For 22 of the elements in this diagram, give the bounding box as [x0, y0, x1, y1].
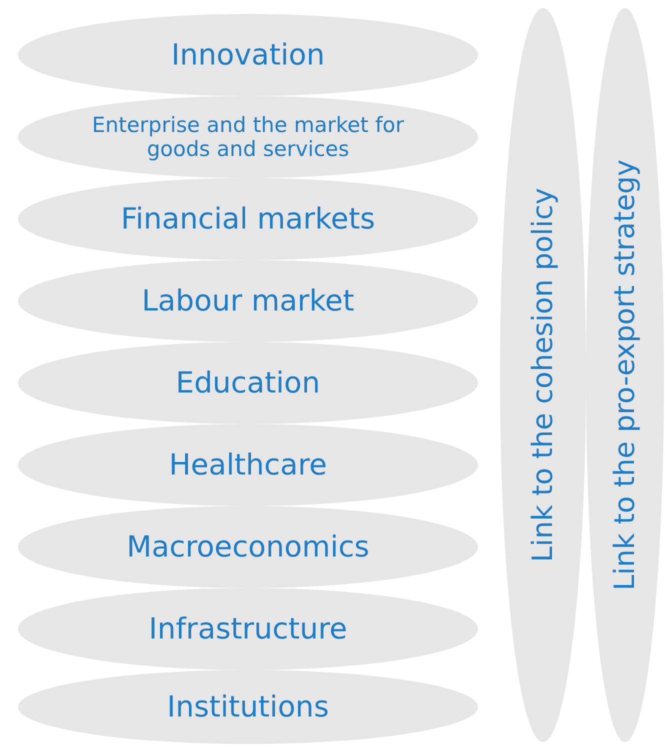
- ellipse-label: Link to the cohesion policy: [526, 188, 560, 562]
- ellipse-label: Institutions: [166, 690, 330, 724]
- ellipse-label: Innovation: [170, 38, 326, 72]
- ellipse-label: Financial markets: [120, 202, 376, 236]
- ellipse-label: Enterprise and the market for goods and services: [90, 112, 406, 162]
- ellipse-label: Labour market: [140, 284, 356, 318]
- vertical-ellipse: [586, 8, 664, 742]
- ellipse: [18, 424, 478, 506]
- ellipse: [18, 670, 478, 744]
- ellipse: [18, 506, 478, 588]
- ellipse: [18, 14, 478, 96]
- ellipse-label: Link to the pro-export strategy: [608, 160, 642, 590]
- ellipse-label: Infrastructure: [148, 612, 348, 646]
- ellipse-label: Healthcare: [168, 448, 328, 482]
- ellipse: [18, 96, 478, 178]
- ellipse: [18, 260, 478, 342]
- ellipse: [18, 342, 478, 424]
- vertical-ellipse: [500, 8, 586, 742]
- ellipse-label: Macroeconomics: [126, 530, 370, 564]
- ellipse: [18, 588, 478, 670]
- ellipse-label: Education: [174, 366, 322, 400]
- ellipse: [18, 178, 478, 260]
